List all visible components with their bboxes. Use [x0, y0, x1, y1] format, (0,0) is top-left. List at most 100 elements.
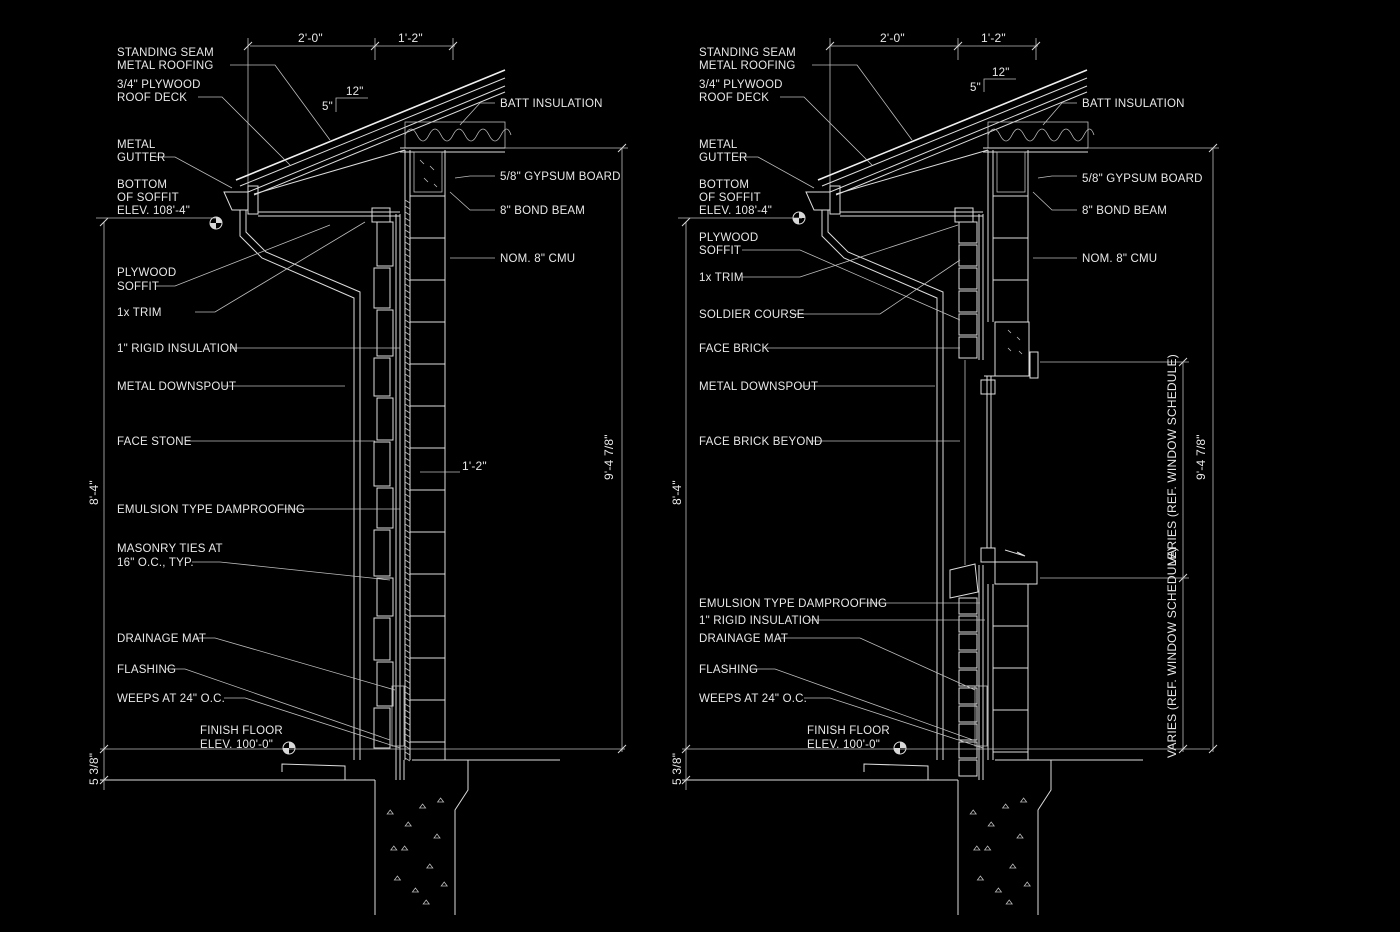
stone-unit	[373, 357, 391, 397]
insulation-hatch	[404, 445, 411, 450]
insulation-hatch	[404, 403, 411, 408]
label-damp: EMULSION TYPE DAMPROOFING	[699, 598, 887, 610]
insulation-hatch	[404, 631, 411, 636]
top-dimension-string: 2'-0" 1'-2"	[243, 31, 458, 200]
insulation-hatch	[404, 715, 411, 720]
label-weeps: WEEPS AT 24" O.C.	[699, 693, 807, 705]
insulation-hatch	[404, 229, 411, 234]
slope-run: 12"	[346, 86, 363, 98]
insulation-hatch	[404, 577, 411, 582]
dim-wall: 1'-2"	[462, 459, 487, 473]
insulation-hatch	[404, 397, 411, 402]
concrete-aggregate	[411, 887, 420, 893]
insulation-hatch	[404, 409, 411, 414]
concrete-aggregate	[426, 863, 434, 869]
roof-assembly	[235, 69, 506, 217]
label-ties-1: MASONRY TIES AT	[117, 543, 223, 555]
label-soffit-elev-1: BOTTOM	[117, 179, 167, 191]
insulation-hatch	[404, 721, 411, 726]
insulation-hatch	[404, 265, 411, 270]
height-dimension: 8'-4" 5 3/8"	[670, 217, 802, 790]
concrete-aggregate	[1009, 863, 1017, 869]
insulation-hatch	[404, 475, 411, 480]
brick-unit	[958, 221, 978, 244]
insulation-hatch	[404, 379, 411, 384]
label-plywood-soffit-1: PLYWOOD	[699, 232, 758, 244]
insulation-hatch	[404, 307, 411, 312]
metal-gutter	[223, 191, 361, 760]
label-rigid: 1" RIGID INSULATION	[699, 615, 820, 627]
label-flash: FLASHING	[117, 664, 176, 676]
insulation-hatch	[404, 241, 411, 246]
label-floor-2: ELEV. 100'-0"	[200, 739, 273, 751]
label-gutter-1: METAL	[699, 139, 738, 151]
label-deck-2: ROOF DECK	[699, 92, 769, 104]
wall-thickness-dimension: 1'-2"	[420, 459, 487, 473]
insulation-hatch	[404, 367, 411, 372]
soffit-elevation-marker	[792, 211, 806, 225]
insulation-hatch	[404, 667, 411, 672]
floor-and-foundation	[100, 748, 625, 915]
insulation-hatch	[404, 325, 411, 330]
brick-unit	[958, 290, 978, 313]
insulation-hatch	[404, 463, 411, 468]
insulation-hatch	[404, 349, 411, 354]
cmu-wall	[987, 150, 1029, 760]
stone-unit	[373, 707, 391, 749]
label-plywood-soffit-2: SOFFIT	[117, 281, 159, 293]
label-roofing-2: METAL ROOFING	[699, 60, 796, 72]
roof-slope-indicator: 12" 5"	[322, 86, 368, 113]
brick-unit	[958, 669, 978, 687]
label-gyp: 5/8" GYPSUM BOARD	[500, 171, 621, 183]
dim-height: 8'-4"	[87, 480, 101, 505]
floor-elevation-marker	[893, 741, 907, 755]
insulation-hatch	[404, 679, 411, 684]
insulation-hatch	[404, 469, 411, 474]
label-roofing-1: STANDING SEAM	[699, 47, 796, 59]
insulation-hatch	[404, 361, 411, 366]
brick-unit	[958, 615, 978, 633]
cmu-wall	[404, 150, 446, 762]
insulation-hatch	[404, 559, 411, 564]
stone-unit	[376, 661, 394, 707]
label-downspout: METAL DOWNSPOUT	[699, 381, 818, 393]
label-gutter-1: METAL	[117, 139, 156, 151]
right-labels: STANDING SEAM METAL ROOFING 3/4" PLYWOOD…	[699, 47, 1202, 751]
label-soffit-elev-2: OF SOFFIT	[699, 192, 761, 204]
insulation-hatch	[404, 601, 411, 606]
dim-varies-upper: VARIES (REF. WINDOW SCHEDULE)	[1165, 354, 1179, 565]
dim-overall: 9'-4 7/8"	[1194, 434, 1208, 480]
insulation-hatch	[404, 355, 411, 360]
insulation-hatch	[404, 301, 411, 306]
insulation-hatch	[404, 571, 411, 576]
insulation-hatch	[404, 295, 411, 300]
label-bond: 8" BOND BEAM	[1082, 205, 1167, 217]
insulation-hatch	[404, 415, 411, 420]
concrete-aggregate	[983, 845, 992, 851]
insulation-hatch	[404, 235, 411, 240]
soffit-elevation-marker	[209, 216, 223, 230]
insulation-hatch	[404, 313, 411, 318]
slope-rise: 5"	[322, 101, 333, 113]
label-plywood-soffit-2: SOFFIT	[699, 245, 741, 257]
label-roofing-2: METAL ROOFING	[117, 60, 214, 72]
insulation-hatch	[404, 223, 411, 228]
label-deck-2: ROOF DECK	[117, 92, 187, 104]
insulation-hatch	[404, 565, 411, 570]
brick-unit	[958, 244, 978, 267]
label-face-stone: FACE STONE	[117, 436, 192, 448]
label-face-brick-beyond: FACE BRICK BEYOND	[699, 436, 823, 448]
label-downspout: METAL DOWNSPOUT	[117, 381, 236, 393]
concrete-aggregate	[976, 875, 985, 881]
brick-unit	[958, 687, 978, 705]
insulation-hatch	[404, 751, 411, 756]
label-cmu: NOM. 8" CMU	[1082, 253, 1157, 265]
insulation-hatch	[404, 589, 411, 594]
concrete-aggregate	[994, 887, 1003, 893]
concrete-aggregate	[390, 845, 398, 851]
insulation-hatch	[404, 547, 411, 552]
insulation-hatch	[404, 433, 411, 438]
insulation-hatch	[404, 649, 411, 654]
insulation-hatch	[404, 535, 411, 540]
